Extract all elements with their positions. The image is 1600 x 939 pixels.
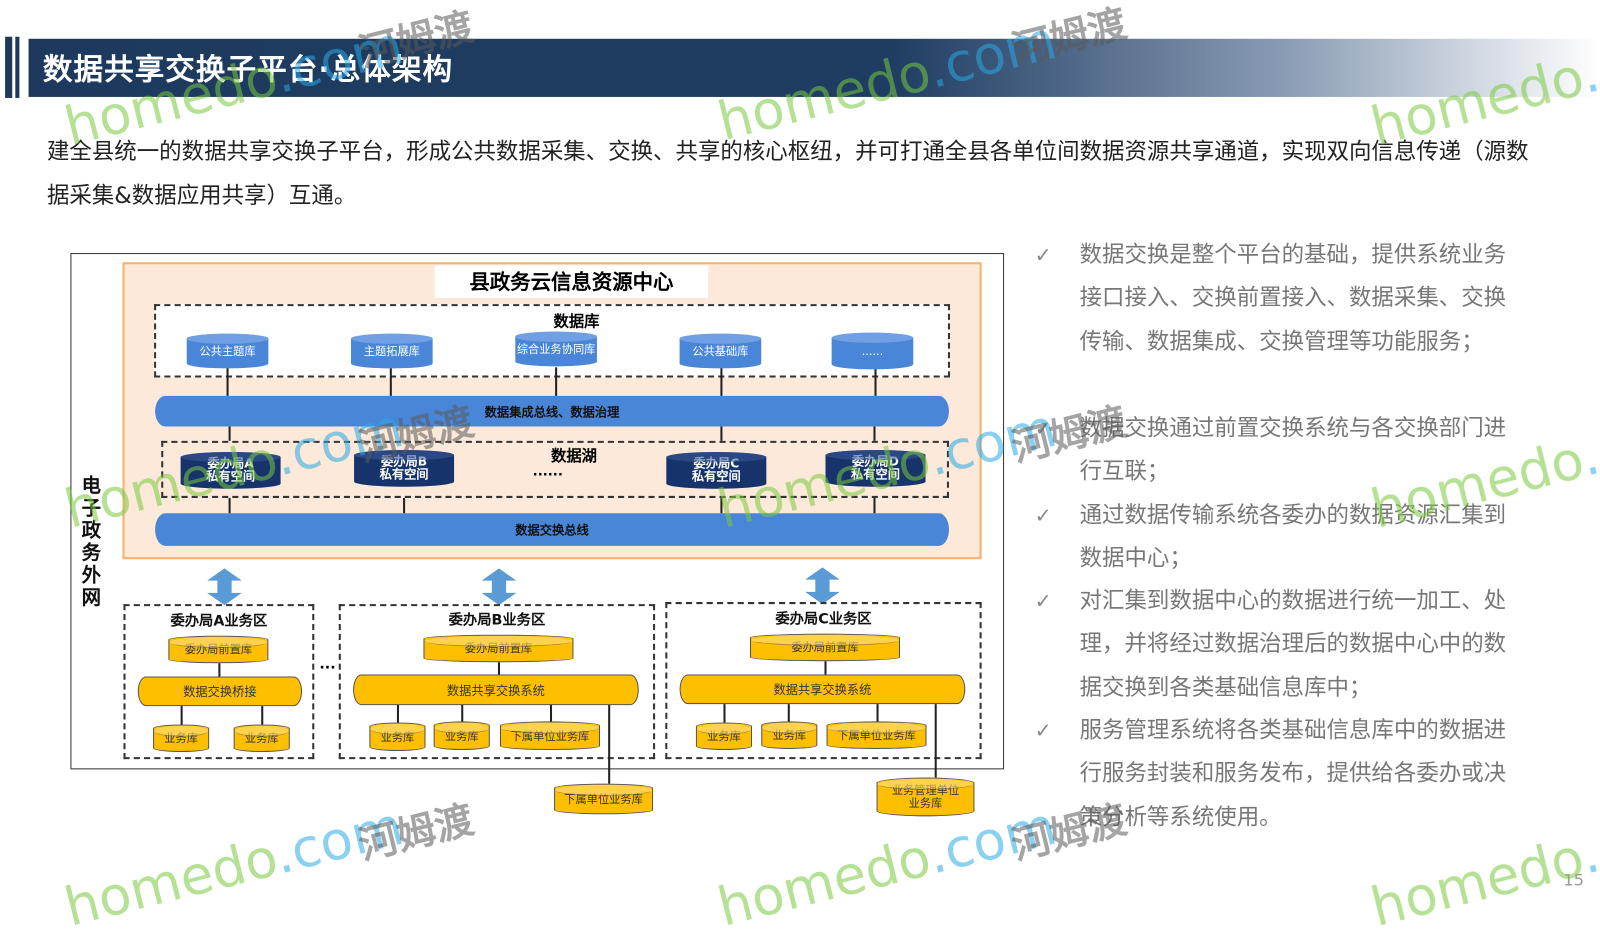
business-db-cylinder: 下属单位业务库: [499, 721, 600, 750]
watermark-logo: homedo.com: [712, 795, 1063, 939]
zone-c: [665, 602, 982, 760]
watermark-logo: 河姆渡: [354, 796, 479, 869]
check-icon: ✓: [1034, 242, 1052, 268]
zone-bus: 数据交换桥接: [137, 676, 303, 707]
zone-bus: 数据共享交换系统: [679, 674, 966, 705]
data-lake-label: 数据湖: [551, 446, 597, 466]
business-db-cylinder: 业务库: [695, 722, 753, 750]
zone-b: [338, 604, 656, 760]
resource-center-title: 县政务云信息资源中心: [434, 265, 709, 298]
business-db-cylinder: 业务库: [761, 721, 818, 749]
database-group-label: 数据库: [553, 312, 600, 331]
business-db-cylinder: 业务库: [233, 724, 290, 753]
title-bar: [28, 38, 1600, 97]
bullet-text: 对汇集到数据中心的数据进行统一加工、处理，并将经过数据治理后的数据中心中的数据交…: [1079, 588, 1507, 701]
bullet-text: 数据交换通过前置交换系统与各交换部门进行互联；: [1079, 416, 1507, 486]
integration-bus: 数据集成总线、数据治理: [155, 395, 949, 427]
watermark-logo: homedo.com: [58, 795, 410, 939]
bullet-text: 通过数据传输系统各委办的数据资源汇集到数据中心；: [1079, 503, 1507, 572]
business-db-cylinder: 业务库: [153, 724, 210, 753]
external-db-cylinder: 业务管理单位业务库: [876, 777, 975, 817]
slide: 数据共享交换子平台·总体架构 建全县统一的数据共享交换子平台，形成公共数据采集、…: [5, 1, 1600, 939]
architecture-diagram: [70, 253, 1005, 770]
zone-bus: 数据共享交换系统: [353, 674, 639, 706]
zone-title: 委办局B业务区: [448, 612, 546, 629]
data-lake-group: [161, 440, 949, 498]
database-cylinder: 公共主题库: [186, 333, 269, 369]
front-db-cylinder: 委办局前置库: [168, 635, 269, 664]
title-accent-bar: [15, 36, 20, 98]
check-icon: ✓: [1034, 503, 1052, 528]
database-cylinder: 公共基础库: [679, 333, 762, 369]
exchange-bus: 数据交换总线: [155, 513, 949, 546]
page-title: 数据共享交换子平台·总体架构: [42, 52, 454, 87]
zone-title: 委办局A业务区: [170, 613, 268, 630]
data-lake-ellipsis: ......: [532, 464, 563, 480]
zone-a: [123, 604, 315, 760]
check-icon: ✓: [1034, 718, 1052, 743]
zone-title: 委办局C业务区: [775, 611, 872, 628]
business-db-cylinder: 业务库: [433, 721, 490, 750]
front-db-cylinder: 委办局前置库: [749, 633, 900, 662]
front-db-cylinder: 委办局前置库: [423, 634, 574, 663]
zone-ellipsis: ...: [319, 656, 336, 673]
double-arrow-icon: [481, 568, 517, 606]
intro-text: 建全县统一的数据共享交换子平台，形成公共数据采集、交换、共享的核心枢纽，并可打通…: [46, 139, 1529, 210]
business-db-cylinder: 下属单位业务库: [826, 721, 927, 749]
external-db-cylinder: 下属单位业务库: [554, 783, 654, 815]
double-arrow-icon: [207, 568, 242, 606]
check-icon: ✓: [1034, 416, 1052, 441]
database-cylinder: 主题拓展库: [351, 333, 433, 369]
database-cylinder: 综合业务协同库: [515, 331, 597, 367]
business-db-cylinder: 业务库: [369, 722, 426, 752]
title-accent-bar: [5, 36, 13, 98]
bullet-text: 服务管理系统将各类基础信息库中的数据进行服务封装和服务发布，提供给各委办或决策分…: [1079, 718, 1507, 831]
double-arrow-icon: [805, 567, 840, 605]
database-cylinder: ......: [831, 332, 914, 370]
page-number: 15: [1563, 870, 1585, 890]
bullet-text: 数据交换是整个平台的基础，提供系统业务接口接入、交换前置接入、数据采集、交换传输…: [1079, 242, 1507, 355]
outer-network-label: 电子政务外网: [81, 474, 102, 610]
check-icon: ✓: [1034, 588, 1052, 614]
